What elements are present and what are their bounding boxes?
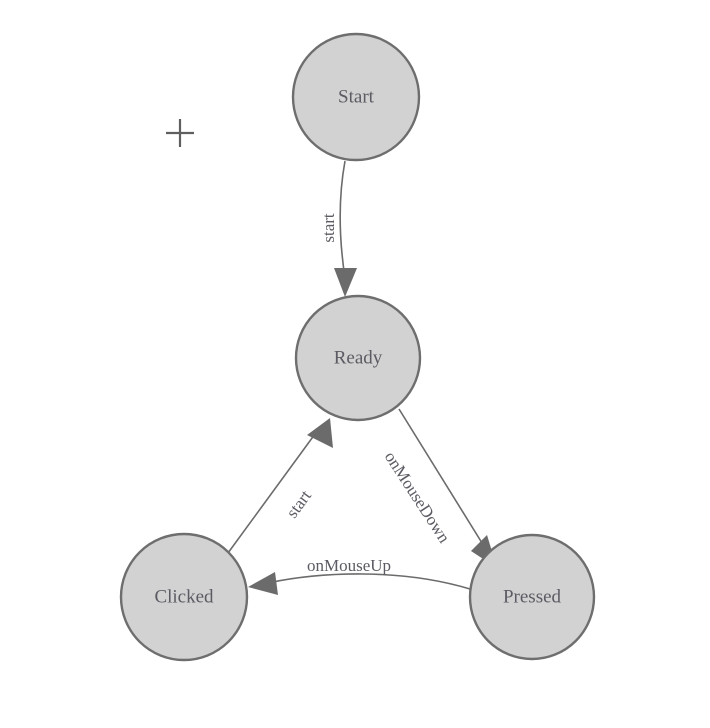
edge-pressed-to-clicked[interactable]: onMouseUp — [248, 556, 471, 595]
crosshair-icon — [166, 119, 194, 147]
node-label-ready: Ready — [334, 347, 383, 368]
edge-label-pressed-to-clicked: onMouseUp — [307, 556, 391, 575]
edge-line-clicked-to-ready — [227, 433, 316, 554]
edge-clicked-to-ready[interactable]: start — [227, 418, 333, 554]
node-pressed[interactable]: Pressed — [468, 533, 596, 661]
edge-label-clicked-to-ready: start — [282, 486, 315, 521]
node-clicked[interactable]: Clicked — [119, 532, 249, 662]
edge-ready-to-pressed[interactable]: onMouseDown — [381, 408, 497, 568]
node-circle-pressed[interactable] — [468, 533, 596, 661]
arrowhead-into-clicked — [248, 572, 278, 595]
node-circle-clicked[interactable] — [119, 532, 249, 662]
arrowhead-into-ready-top — [334, 268, 357, 297]
node-circle-start[interactable] — [291, 32, 421, 162]
node-circle-ready[interactable] — [294, 294, 422, 422]
edge-line-start-to-ready — [339, 160, 346, 279]
edge-line-ready-to-pressed — [398, 408, 488, 552]
node-label-pressed: Pressed — [503, 586, 562, 607]
node-ready[interactable]: Ready — [294, 294, 422, 422]
node-label-start: Start — [338, 86, 375, 107]
edge-line-pressed-to-clicked — [267, 573, 471, 590]
edge-start-to-ready[interactable]: start — [319, 160, 357, 297]
edge-label-ready-to-pressed: onMouseDown — [381, 448, 454, 547]
edge-label-start-to-ready: start — [319, 213, 338, 243]
node-start[interactable]: Start — [291, 32, 421, 162]
arrowhead-into-ready-lower-left — [307, 418, 333, 448]
node-label-clicked: Clicked — [154, 586, 214, 607]
